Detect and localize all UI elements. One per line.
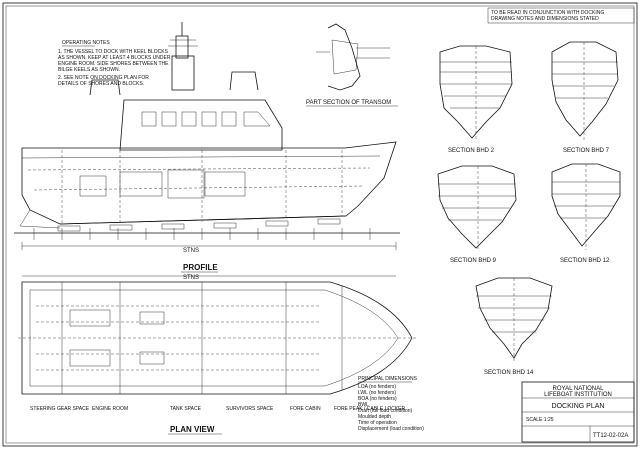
principal-row: BWL [358, 402, 369, 408]
wheelhouse-outline [119, 99, 283, 151]
drawing-title: DOCKING PLAN [552, 403, 605, 410]
drawing-scale: SCALE 1:25 [526, 417, 554, 423]
keel-block [213, 222, 237, 229]
hull-plan-outline [21, 281, 413, 395]
section-title: SECTION BHD 9 [450, 258, 497, 264]
principal-dimensions: PRINCIPAL DIMENSIONS LOA (no fenders) LW… [358, 376, 424, 432]
space-label: ENGINE ROOM [92, 406, 128, 412]
profile-title: PROFILE [183, 263, 218, 272]
principal-row: Draft (full load condition) [358, 408, 413, 414]
section-bhd-7: SECTION BHD 7 [551, 41, 619, 154]
principal-row: Time of operation [358, 420, 397, 426]
principal-row: LWL (no fenders) [358, 390, 396, 396]
transom-title: PART SECTION OF TRANSOM [306, 100, 391, 106]
window [243, 111, 271, 127]
window [141, 111, 157, 127]
hull-profile [21, 141, 397, 225]
org-name-line1: ROYAL NATIONAL [553, 386, 605, 392]
section-title: SECTION BHD 12 [560, 258, 610, 264]
window [181, 111, 197, 127]
principal-row: LOA (no fenders) [358, 384, 396, 390]
stations-label: STNS [183, 248, 199, 254]
keel-block [161, 223, 185, 230]
notes-line: 1. THE VESSEL TO DOCK WITH KEEL BLOCKS [58, 49, 169, 55]
section-bhd-14: SECTION BHD 14 [475, 277, 553, 376]
principal-heading: PRINCIPAL DIMENSIONS [358, 376, 418, 382]
top-right-note-line: DRAWING NOTES AND DIMENSIONS STATED [491, 16, 599, 22]
transom-section: PART SECTION OF TRANSOM [306, 23, 398, 107]
profile-view: STNS PROFILE [14, 22, 400, 273]
window [161, 111, 177, 127]
notes-line: ENGINE ROOM. SIDE SHORES BETWEEN THE [58, 61, 169, 67]
sheet-border [2, 2, 638, 447]
keel-block [109, 224, 133, 231]
org-name-line2: LIFEBOAT INSTITUTION [544, 392, 612, 398]
sheet-inner-border [5, 5, 635, 444]
plan-stations-label: STNS [183, 275, 199, 281]
plan-view: STNS STEERING GEAR SPACE ENGINE ROOM TAN… [18, 275, 418, 435]
space-label: FORE PEAK / CABLE LOCKER [334, 406, 406, 412]
drawing-number: TT12-02-02A [593, 433, 628, 439]
plan-view-title: PLAN VIEW [170, 425, 215, 434]
operating-notes: OPERATING NOTES 1. THE VESSEL TO DOCK WI… [58, 40, 171, 87]
top-right-note-line: TO BE READ IN CONJUNCTION WITH DOCKING [491, 10, 604, 16]
section-title: SECTION BHD 2 [448, 148, 495, 154]
space-label: SURVIVORS SPACE [226, 406, 274, 412]
notes-line: DETAILS OF SHORES AND BLOCKS. [58, 81, 144, 87]
notes-heading: OPERATING NOTES [62, 40, 110, 46]
notes-line: BILGE KEELS AS SHOWN. [58, 67, 120, 73]
notes-line: 2. SEE NOTE ON DOCKING PLAN FOR [58, 75, 149, 81]
engine-starboard [69, 349, 111, 367]
section-bhd-12: SECTION BHD 12 [551, 163, 621, 264]
section-title: SECTION BHD 14 [484, 370, 534, 376]
space-label: FORE CABIN [290, 406, 321, 412]
space-label: STEERING GEAR SPACE [30, 406, 90, 412]
keel-block [265, 220, 289, 227]
space-label: TANK SPACE [170, 406, 202, 412]
section-title: SECTION BHD 7 [563, 148, 610, 154]
window [221, 111, 237, 127]
principal-row: Moulded depth [358, 414, 391, 420]
section-bhd-2: SECTION BHD 2 [439, 45, 513, 154]
top-right-note: TO BE READ IN CONJUNCTION WITH DOCKING D… [487, 7, 635, 24]
window [201, 111, 217, 127]
title-block: ROYAL NATIONAL LIFEBOAT INSTITUTION DOCK… [521, 381, 635, 443]
engine-outline [119, 171, 163, 197]
keel-block [317, 218, 341, 225]
principal-row: Displacement (load condition) [358, 426, 424, 432]
notes-line: AS SHOWN. KEEP AT LEAST 4 BLOCKS UNDER [58, 55, 171, 61]
principal-row: BOA (no fenders) [358, 396, 397, 402]
section-bhd-9: SECTION BHD 9 [437, 165, 517, 264]
engine-port [69, 309, 111, 327]
keel-block [57, 225, 81, 232]
